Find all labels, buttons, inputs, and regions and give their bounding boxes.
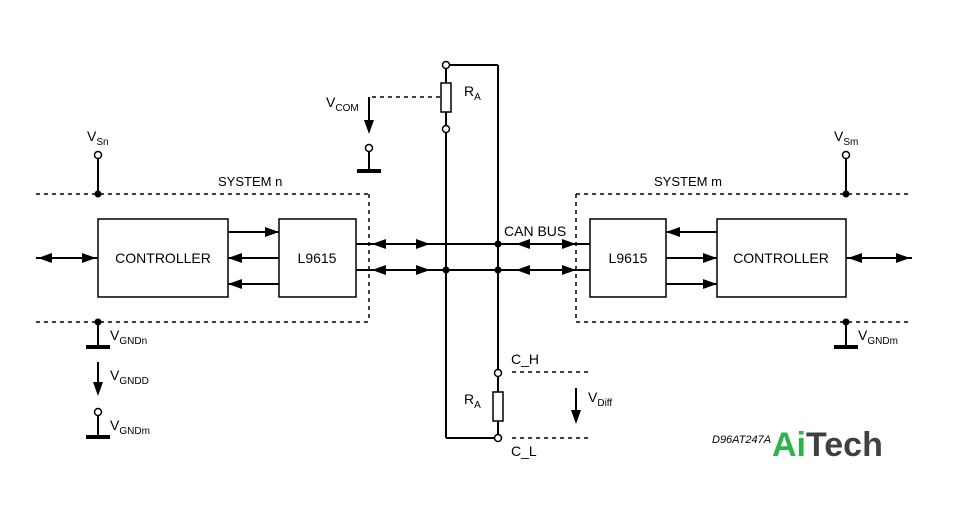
ra-top-resistor [440, 82, 452, 113]
vcom-arrow [364, 120, 374, 134]
system-m: SYSTEM m L9615 CONTROLLER VSm VGNDm [575, 128, 912, 349]
junction-left-l [442, 266, 450, 274]
c-l-label: C_L [511, 443, 537, 459]
vdiff-label: VDiff [588, 389, 612, 409]
controller-n-io-arrow-left [38, 253, 52, 263]
ra-bottom-resistor [492, 391, 504, 422]
vsn-terminal [93, 150, 103, 160]
vcom-label: VCOM [326, 94, 359, 114]
bus-l-arrow-2 [416, 265, 430, 275]
aitech-logo: AiTech [772, 426, 883, 465]
vdiff-arrow [571, 410, 581, 424]
l9615-n-box [278, 218, 357, 298]
bus-h-arrow-3 [516, 239, 530, 249]
vgndm-left-label: VGNDm [110, 417, 150, 437]
vcom-terminal [364, 143, 374, 153]
c-h-label: C_H [511, 351, 539, 367]
l9615-n-label: L9615 [298, 250, 337, 266]
figure-code: D96AT247A [712, 434, 771, 446]
ctrl-n-rx2-arrow [228, 279, 242, 289]
vsn-junction [94, 190, 102, 198]
ra-top-label: RA [464, 83, 481, 103]
vgndd-arrow [93, 382, 103, 396]
vsm-label: VSm [834, 128, 858, 148]
ra-bottom-terminal-upper [493, 368, 503, 378]
system-n: SYSTEM n CONTROLLER L9615 VSn VGNDn VGND… [36, 128, 370, 439]
bus-h-arrow-2 [416, 239, 430, 249]
bus-l-arrow-3 [516, 265, 530, 275]
vsn-label: VSn [87, 128, 109, 148]
bus-h-arrow-1 [372, 239, 386, 249]
ra-top-terminal-upper [441, 60, 451, 70]
controller-m-io-arrow-left [848, 253, 862, 263]
controller-n-io-arrow-right [82, 253, 96, 263]
ra-bottom-label: RA [464, 391, 481, 411]
controller-n-label: CONTROLLER [115, 250, 211, 266]
vgndn-label: VGNDn [110, 327, 147, 347]
bus-l-arrow-4 [562, 265, 576, 275]
l9615-m-label: L9615 [609, 250, 648, 266]
vsm-junction [842, 190, 850, 198]
logo-part-tech: Tech [806, 426, 883, 464]
system-n-label: SYSTEM n [218, 174, 282, 189]
junction-right-l [494, 266, 502, 274]
ctrl-m-rx1-arrow [703, 253, 717, 263]
junction-right-h [494, 240, 502, 248]
logo-part-ai: Ai [772, 426, 806, 464]
l9615-m-box [589, 218, 667, 298]
ctrl-m-tx-arrow [666, 227, 680, 237]
can-bus: CAN BUS RA VCOM RA C_H C_L [326, 60, 612, 459]
ra-bottom-terminal-lower [493, 433, 503, 443]
system-m-label: SYSTEM m [654, 174, 722, 189]
ra-top-terminal-lower [441, 124, 451, 134]
ctrl-m-rx2-arrow [703, 279, 717, 289]
vgndd-label: VGNDD [110, 367, 149, 387]
controller-m-label: CONTROLLER [733, 250, 829, 266]
ctrl-n-rx1-arrow [228, 253, 242, 263]
bus-l-arrow-1 [372, 265, 386, 275]
vgndm-right-label: VGNDm [858, 327, 898, 347]
can-bus-label: CAN BUS [504, 223, 566, 239]
ctrl-n-tx-arrow [265, 227, 279, 237]
vgndm-left-terminal [93, 407, 103, 417]
vsm-terminal [841, 150, 851, 160]
controller-m-io-arrow-right [896, 253, 910, 263]
bus-h-arrow-4 [562, 239, 576, 249]
